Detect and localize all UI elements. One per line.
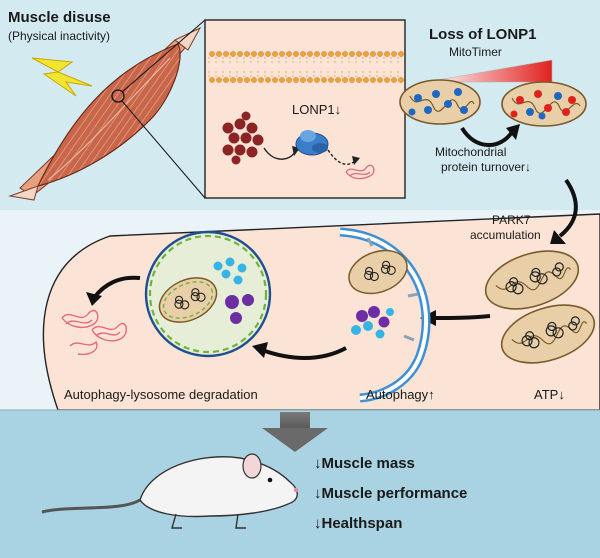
damaged-mitochondria-stack: [484, 250, 596, 364]
muscle-disuse-title: Muscle disuse: [8, 9, 111, 26]
degraded-peptide: [345, 164, 375, 180]
lonp1-protease-icon: [295, 130, 329, 156]
mitochondrion-blue: [399, 79, 481, 125]
outcome-muscle-performance: ↓Muscle performance: [314, 485, 467, 502]
physical-inactivity-subtitle: (Physical inactivity): [8, 29, 110, 43]
turnover-arrow: [460, 126, 514, 147]
outcome-muscle-mass: ↓Muscle mass: [314, 455, 415, 472]
lonp1-label: LONP1↓: [292, 102, 341, 117]
arrow-to-park7: [558, 178, 578, 238]
cargo-particles: [351, 306, 394, 339]
degradation-label: Autophagy-lysosome degradation: [64, 387, 258, 402]
autophagy-label: Autophagy↑: [366, 387, 435, 402]
loss-of-lonp1-title: Loss of LONP1: [429, 26, 537, 43]
arrow-to-lysosome: [261, 346, 347, 360]
mitotimer-gradient-wedge: [425, 59, 553, 83]
membrane-bilayer: [206, 50, 404, 84]
arrow-to-autophagy: [431, 314, 491, 320]
cell-region: [42, 213, 600, 411]
inset-box: LONP1↓: [204, 19, 406, 199]
turnover-line1: Mitochondrial: [435, 145, 506, 159]
mitochondrion-mixed: [501, 81, 587, 127]
outcome-healthspan: ↓Healthspan: [314, 515, 402, 532]
degraded-fragments: [61, 309, 128, 356]
mouse-illustration: [41, 453, 299, 529]
atp-label: ATP↓: [534, 387, 565, 402]
autolysosome: [144, 230, 272, 358]
engulfed-mitochondrion: [348, 249, 408, 295]
zoom-circle: [111, 89, 125, 103]
phagophore: [339, 227, 431, 403]
lightning-icon: [31, 57, 93, 97]
mitotimer-label: MitoTimer: [449, 45, 502, 59]
down-arrow-big: [262, 412, 328, 452]
park7-line2: accumulation: [470, 228, 541, 242]
turnover-line2: protein turnover↓: [441, 160, 531, 174]
park7-line1: PARK7: [492, 213, 531, 227]
muscle-illustration: [8, 26, 202, 201]
protein-aggregate: [222, 111, 264, 165]
